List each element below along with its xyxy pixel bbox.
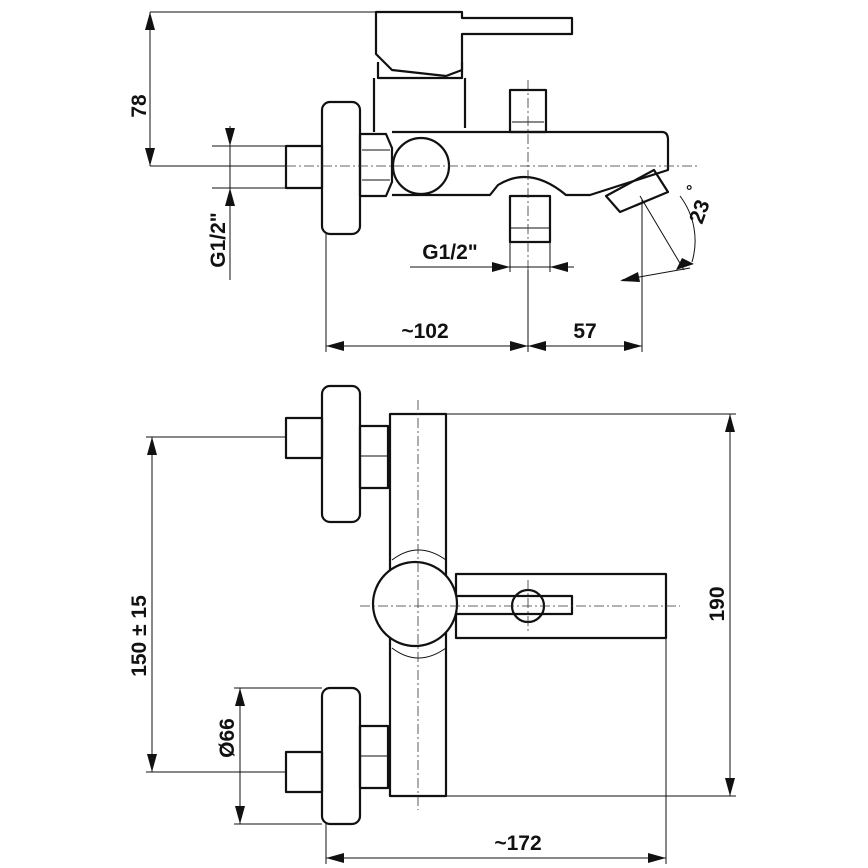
upper-wall-flange bbox=[320, 384, 362, 524]
cartridge-front bbox=[371, 560, 459, 648]
upper-hex-nut bbox=[358, 424, 390, 490]
lower-inlet-pipe bbox=[284, 750, 324, 794]
dim-total-width: ~172 bbox=[494, 832, 541, 855]
dim-angle-unit: ° bbox=[686, 183, 692, 200]
cartridge-body bbox=[376, 62, 464, 80]
aerator bbox=[604, 168, 670, 214]
shower-outlet bbox=[508, 194, 552, 244]
dim-angle: 23 bbox=[685, 197, 715, 227]
hex-nut bbox=[358, 132, 394, 198]
dim-depth-102: ~102 bbox=[401, 320, 448, 343]
dim-centers: 150 ± 15 bbox=[128, 595, 151, 677]
dim-height-78: 78 bbox=[128, 94, 151, 118]
lower-wall-flange bbox=[320, 686, 362, 826]
dim-flange-diameter: Ø66 bbox=[216, 718, 239, 758]
spout-body bbox=[392, 130, 670, 197]
upper-inlet-pipe bbox=[284, 416, 324, 460]
dim-outlet-thread: G1/2" bbox=[422, 241, 477, 264]
lever-handle bbox=[374, 10, 574, 78]
mixer-body bbox=[372, 78, 467, 132]
lower-hex-nut bbox=[358, 724, 390, 790]
wall-flange-side bbox=[320, 100, 362, 236]
front-view: 150 ± 15 190 Ø66 ~172 bbox=[128, 384, 736, 864]
side-view: 78 G1/2" G1/2" 23 ° ~102 57 bbox=[128, 10, 715, 352]
dim-total-height: 190 bbox=[706, 586, 729, 621]
dim-spout-57: 57 bbox=[573, 320, 596, 343]
inlet-pipe-side bbox=[284, 144, 324, 190]
dim-inlet-thread: G1/2" bbox=[207, 212, 230, 267]
